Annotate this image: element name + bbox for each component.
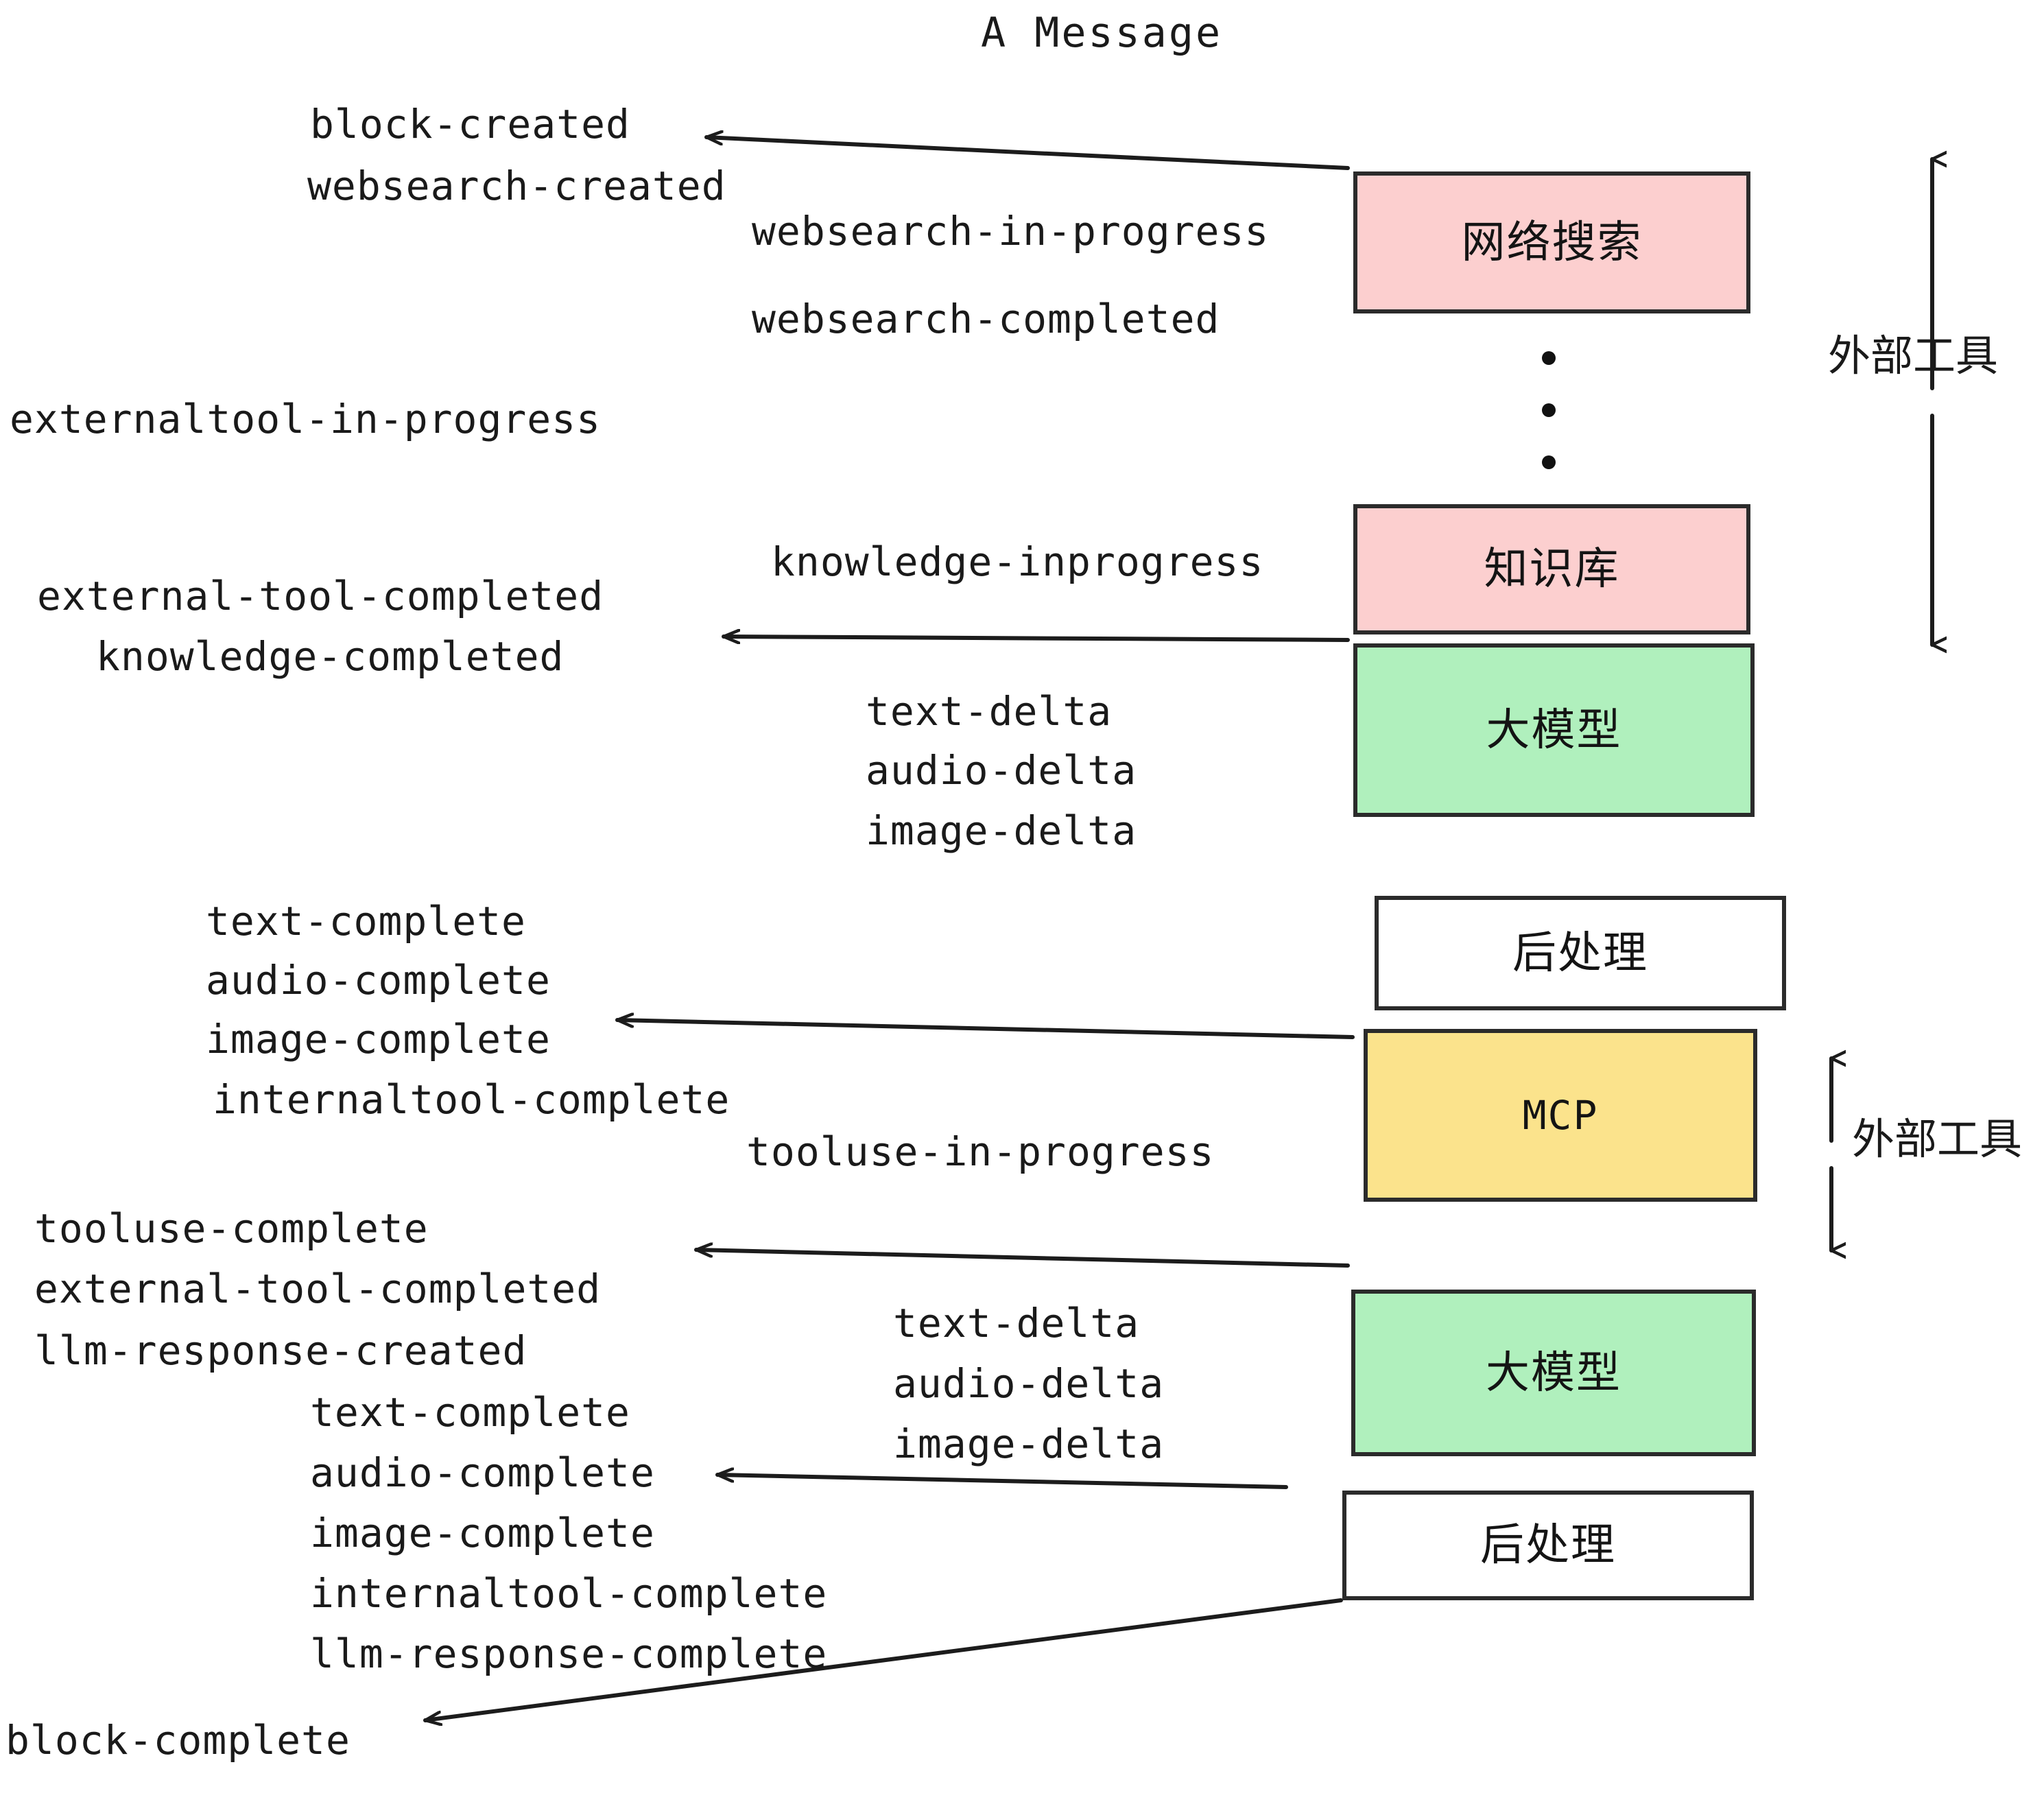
ellipsis-dot-3: [1542, 455, 1556, 469]
event-label-text-complete-1: text-complete: [206, 898, 526, 945]
event-label-external-tool-completed-1: external-tool-completed: [37, 573, 604, 619]
node-llm-1: 大模型: [1353, 643, 1755, 817]
node-label: MCP: [1522, 1092, 1599, 1139]
event-label-tooluse-complete: tooluse-complete: [34, 1205, 429, 1252]
event-label-websearch-created: websearch-created: [307, 163, 726, 209]
node-llm-2: 大模型: [1351, 1290, 1756, 1456]
arrow-audio-complete: [715, 1475, 1288, 1489]
event-label-knowledge-completed: knowledge-completed: [96, 633, 565, 680]
event-label-audio-complete-1: audio-complete: [206, 957, 551, 1004]
event-label-image-delta-2: image-delta: [893, 1421, 1165, 1467]
event-label-internaltool-complete-1: internaltool-complete: [213, 1076, 730, 1123]
annotation-external-tool-bottom: 外部工具: [1852, 1114, 2023, 1164]
event-label-text-delta-1: text-delta: [866, 688, 1113, 735]
event-label-websearch-completed: websearch-completed: [752, 296, 1220, 342]
arrow-image-complete: [615, 1020, 1355, 1039]
node-label: 网络搜索: [1461, 217, 1643, 268]
node-label: 知识库: [1484, 544, 1620, 595]
node-label: 大模型: [1486, 704, 1622, 756]
node-label: 后处理: [1480, 1520, 1616, 1571]
event-label-text-complete-2: text-complete: [310, 1389, 630, 1436]
arrow-tooluse-complete: [694, 1250, 1350, 1268]
arrow-knowledge-completed: [722, 637, 1350, 640]
ellipsis-dot-1: [1542, 351, 1556, 365]
node-postprocess-1: 后处理: [1375, 896, 1786, 1010]
event-label-llm-response-complete: llm-response-complete: [310, 1630, 828, 1677]
event-label-block-created: block-created: [310, 101, 630, 147]
node-mcp: MCP: [1364, 1029, 1757, 1202]
arrow-block-created: [704, 137, 1350, 170]
event-label-tooluse-in-progress: tooluse-in-progress: [746, 1128, 1215, 1175]
event-label-external-tool-completed-2: external-tool-completed: [34, 1266, 602, 1312]
event-label-text-delta-2: text-delta: [893, 1300, 1140, 1346]
node-label: 大模型: [1486, 1347, 1621, 1399]
event-label-block-complete: block-complete: [5, 1717, 350, 1764]
node-websearch: 网络搜索: [1353, 171, 1750, 313]
event-label-llm-response-created: llm-response-created: [34, 1327, 527, 1374]
page-title: A Message: [981, 9, 1223, 57]
annotation-external-tool-top: 外部工具: [1828, 331, 1999, 381]
event-label-audio-delta-2: audio-delta: [893, 1360, 1165, 1407]
event-label-image-complete-2: image-complete: [310, 1510, 655, 1556]
event-label-knowledge-inprogress: knowledge-inprogress: [771, 538, 1264, 585]
event-label-audio-complete-2: audio-complete: [310, 1449, 655, 1496]
event-label-websearch-in-progress: websearch-in-progress: [752, 208, 1270, 254]
node-label: 后处理: [1512, 927, 1648, 979]
node-knowledge: 知识库: [1353, 504, 1750, 634]
ellipsis-dot-2: [1542, 403, 1556, 417]
event-label-image-complete-1: image-complete: [206, 1016, 551, 1063]
event-label-internaltool-complete-2: internaltool-complete: [310, 1570, 828, 1617]
node-postprocess-2: 后处理: [1342, 1491, 1754, 1600]
event-label-audio-delta-1: audio-delta: [866, 747, 1137, 794]
event-label-externaltool-in-progress: externaltool-in-progress: [10, 396, 602, 442]
event-label-image-delta-1: image-delta: [866, 807, 1137, 854]
